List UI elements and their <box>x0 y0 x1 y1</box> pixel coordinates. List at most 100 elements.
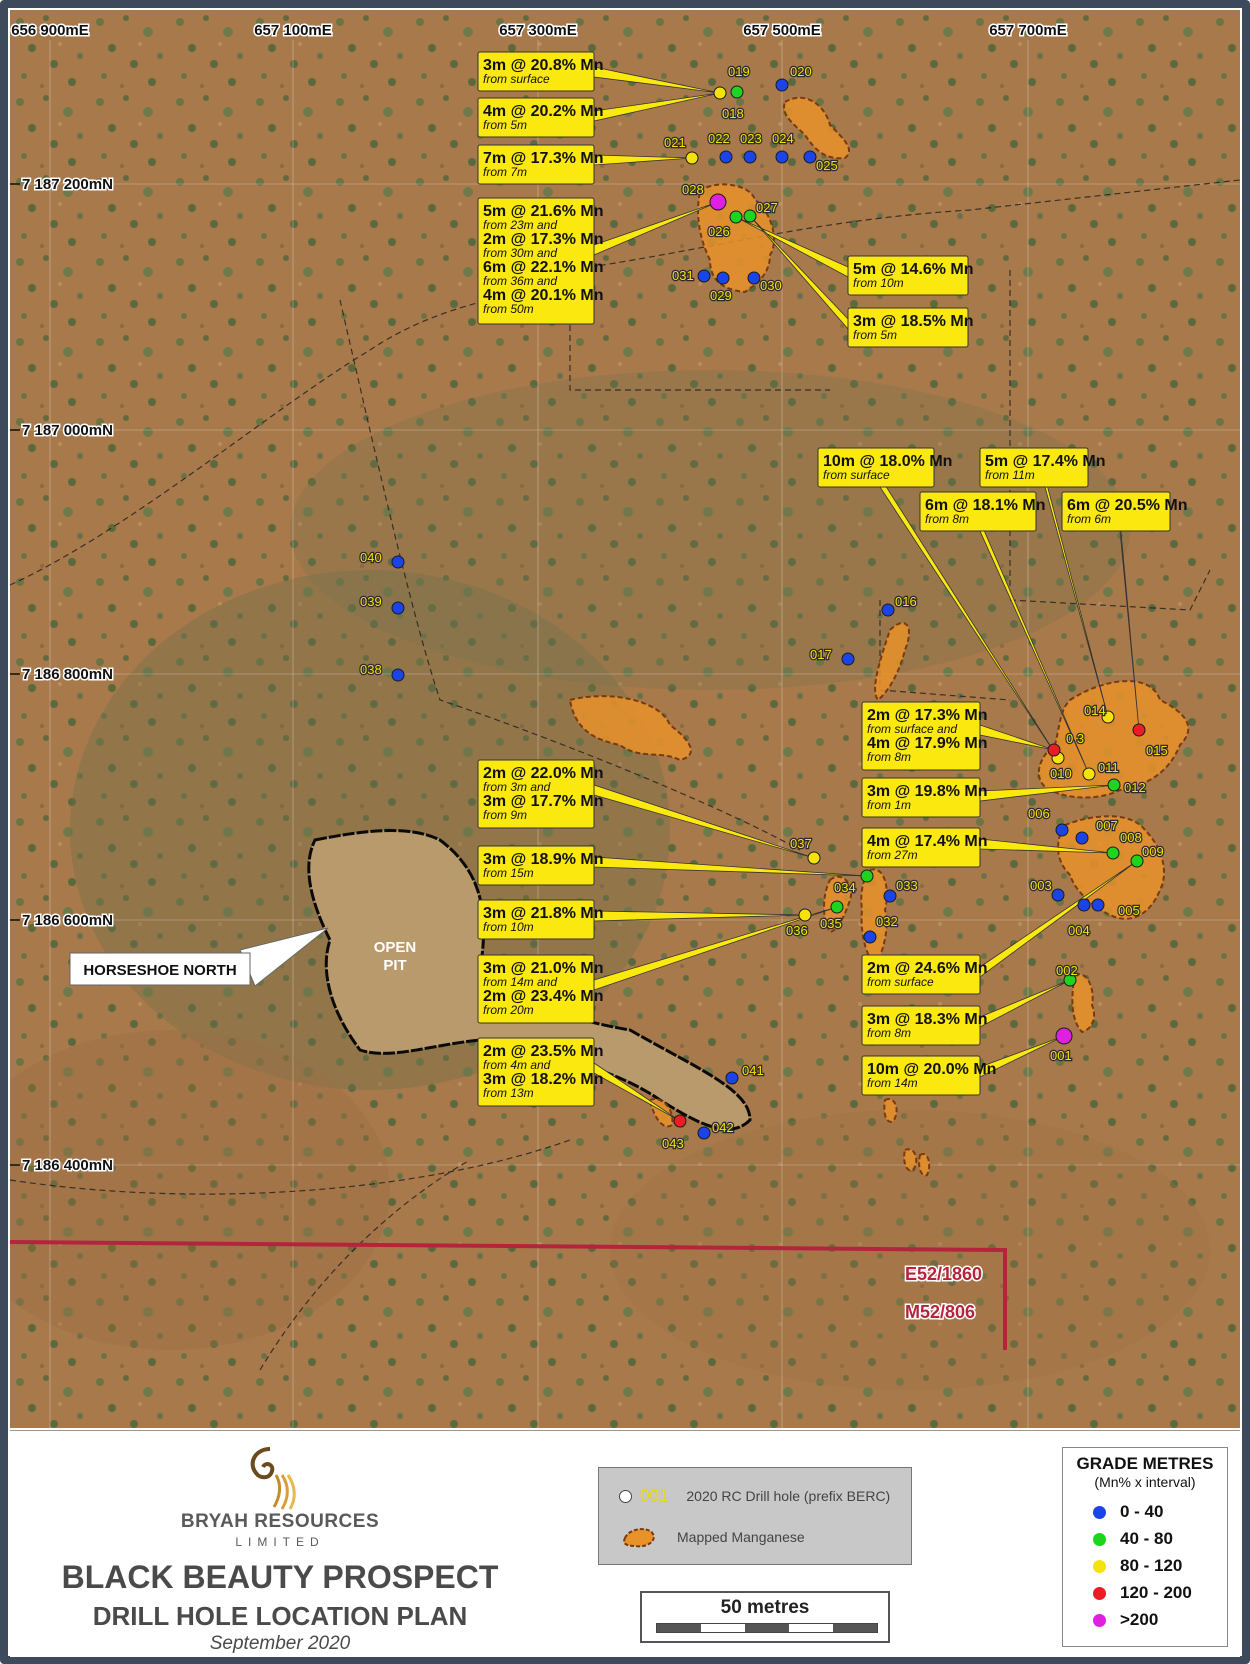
drill-hole-023[interactable] <box>743 150 757 164</box>
drill-hole-040[interactable] <box>391 555 405 569</box>
drill-hole-label-031: 031 <box>672 268 694 283</box>
pit-label: OPEN <box>374 939 417 956</box>
drill-hole-008[interactable] <box>1106 846 1120 860</box>
northing-label: 7 187 000mN <box>22 422 113 439</box>
drill-hole-label-029: 029 <box>710 288 732 303</box>
drill-hole-label-041: 041 <box>742 1063 764 1078</box>
drill-hole-001[interactable] <box>1055 1027 1073 1045</box>
drill-hole-031[interactable] <box>697 269 711 283</box>
callout-box <box>847 307 969 348</box>
drill-hole-027[interactable] <box>743 209 757 223</box>
drill-hole-004[interactable] <box>1077 898 1091 912</box>
callout-depth: from 8m <box>925 512 969 526</box>
drill-hole-026[interactable] <box>729 210 743 224</box>
scale-bar-graphic <box>656 1623 878 1633</box>
drill-hole-042[interactable] <box>697 1126 711 1140</box>
drill-hole-024[interactable] <box>775 150 789 164</box>
drill-hole-002[interactable] <box>1063 973 1077 987</box>
drill-hole-label-043: 043 <box>662 1136 684 1151</box>
drill-hole-039[interactable] <box>391 601 405 615</box>
drill-hole-035[interactable] <box>830 900 844 914</box>
drill-hole-007[interactable] <box>1075 831 1089 845</box>
drill-hole-020[interactable] <box>775 78 789 92</box>
drill-hole-009[interactable] <box>1130 854 1144 868</box>
drill-hole-021[interactable] <box>685 151 699 165</box>
company-suffix: LIMITED <box>235 1535 325 1549</box>
callout-depth: from surface and <box>867 722 957 736</box>
drill-hole-015[interactable] <box>1132 723 1146 737</box>
drill-hole-028[interactable] <box>709 193 727 211</box>
footer-panel: BRYAH RESOURCES LIMITED BLACK BEAUTY PRO… <box>10 1430 1240 1657</box>
tenement-boundary: E52/1860 M52/806 <box>10 1240 1007 1350</box>
easting-label: 657 500mE <box>743 22 821 39</box>
drill-hole-032[interactable] <box>863 930 877 944</box>
drill-hole-029[interactable] <box>716 271 730 285</box>
drill-hole-018[interactable] <box>713 86 727 100</box>
drill-hole-005[interactable] <box>1091 898 1105 912</box>
callout-box <box>1061 491 1171 532</box>
drill-hole-label-040: 040 <box>360 550 382 565</box>
drill-hole-label-028: 028 <box>682 182 704 197</box>
drill-hole-label-014: 014 <box>1084 703 1106 718</box>
callout-intercept: 4m @ 17.9% Mn <box>867 735 988 752</box>
drill-hole-038[interactable] <box>391 668 405 682</box>
callout-intercept: 3m @ 18.3% Mn <box>867 1011 988 1028</box>
drill-hole-012[interactable] <box>1107 778 1121 792</box>
drill-hole-016[interactable] <box>881 603 895 617</box>
drill-hole-022[interactable] <box>719 150 733 164</box>
drill-hole-006[interactable] <box>1055 823 1069 837</box>
grade-class-row: >200 <box>1093 1610 1158 1630</box>
drill-hole-label-008: 008 <box>1120 830 1142 845</box>
drill-hole-003[interactable] <box>1051 888 1065 902</box>
drill-hole-label-030: 030 <box>760 278 782 293</box>
drill-hole-symbol-icon <box>619 1489 632 1503</box>
callout-intercept: 3m @ 17.7% Mn <box>483 793 604 810</box>
drill-hole-041[interactable] <box>725 1071 739 1085</box>
drill-hole-013[interactable] <box>1047 743 1061 757</box>
callout-box <box>477 759 595 829</box>
drill-hole-025[interactable] <box>803 150 817 164</box>
drill-hole-030[interactable] <box>747 271 761 285</box>
drill-hole-036[interactable] <box>798 908 812 922</box>
easting-label: 656 900mE <box>11 22 89 39</box>
callout-box <box>477 97 595 138</box>
drill-hole-011[interactable] <box>1082 767 1096 781</box>
drill-hole-label-005: 005 <box>1118 903 1140 918</box>
bryah-logo-icon <box>250 1447 296 1510</box>
drill-hole-017[interactable] <box>841 652 855 666</box>
callout-box <box>861 1005 981 1046</box>
drill-hole-014[interactable] <box>1101 710 1115 724</box>
callout-intercept: 5m @ 14.6% Mn <box>853 261 974 278</box>
drill-hole-037[interactable] <box>807 851 821 865</box>
drill-hole-034[interactable] <box>860 869 874 883</box>
drill-hole-043[interactable] <box>673 1114 687 1128</box>
grade-dot-icon <box>1093 1505 1106 1519</box>
grade-dot-icon <box>1093 1532 1106 1546</box>
drill-hole-033[interactable] <box>883 889 897 903</box>
drill-hole-019[interactable] <box>730 85 744 99</box>
